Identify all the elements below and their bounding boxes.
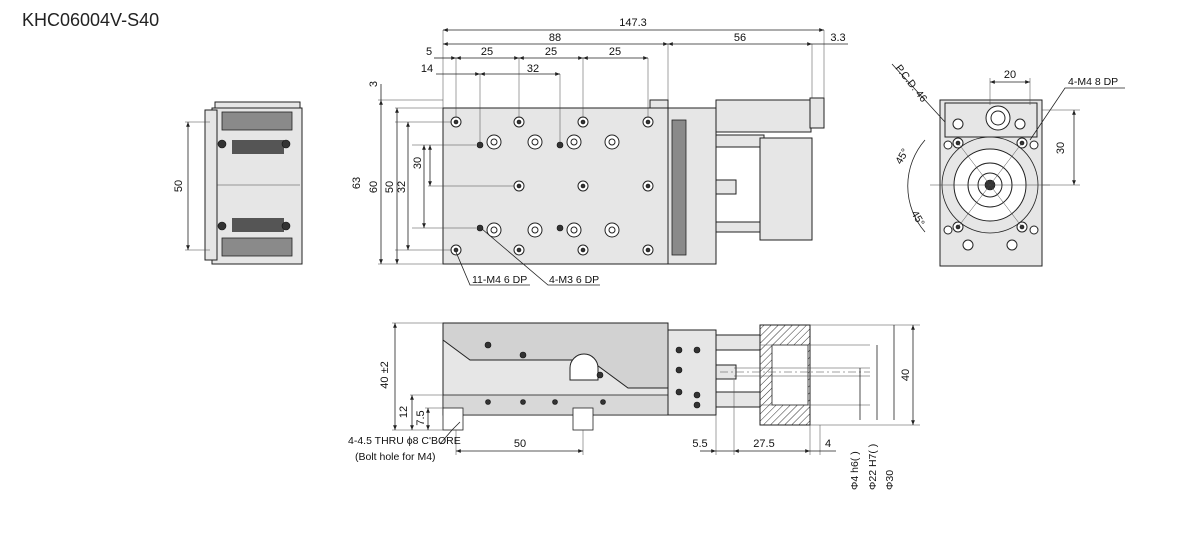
dim-5: 5 <box>426 46 432 58</box>
dim-32h: 32 <box>527 63 539 75</box>
front-dim-12: 12 <box>398 406 410 418</box>
dim-25a: 25 <box>481 46 493 58</box>
callout-m4: 11-M4 6 DP <box>472 274 527 286</box>
angle-45a: 45° <box>893 147 911 167</box>
front-dim-50: 50 <box>514 438 526 450</box>
dim-3: 3 <box>368 81 380 87</box>
dim-25b: 25 <box>545 46 557 58</box>
end-dim-30: 30 <box>1055 142 1067 154</box>
dim-56: 56 <box>734 32 746 44</box>
dia-22: Φ22 H7( ) <box>867 444 879 490</box>
dim-60: 60 <box>368 181 380 193</box>
dim-3-3: 3.3 <box>830 32 845 44</box>
dia-30: Φ30 <box>884 470 896 490</box>
dim-50: 50 <box>384 181 396 193</box>
dim-88: 88 <box>549 32 561 44</box>
end-view: 20 P.C.D. 46 4-M4 8 DP 30 45° 45° <box>891 62 1125 267</box>
top-view: 147.3 88 56 3.3 5 25 25 25 14 32 3 63 60… <box>351 17 848 286</box>
page-title: KHC06004V-S40 <box>22 10 160 30</box>
side-dim-50: 50 <box>173 180 185 192</box>
dim-30: 30 <box>412 157 424 169</box>
dim-14: 14 <box>421 63 433 75</box>
dim-32v: 32 <box>396 181 408 193</box>
dim-147-3: 147.3 <box>619 17 647 29</box>
pcd-label: P.C.D. 46 <box>893 62 930 104</box>
left-side-view: 50 <box>173 101 303 265</box>
front-dim-5-5: 5.5 <box>692 438 707 450</box>
dim-63: 63 <box>351 177 363 189</box>
end-m4-label: 4-M4 8 DP <box>1068 76 1118 88</box>
table-plate <box>442 107 669 265</box>
front-dim-27-5: 27.5 <box>753 438 774 450</box>
bolt-note-line1: 4-4.5 THRU ϕ8 C'BORE <box>348 435 461 447</box>
front-dim-7-5: 7.5 <box>415 410 427 425</box>
front-dim-40pm2: 40 ±2 <box>379 361 391 388</box>
end-dim-20: 20 <box>1004 69 1016 81</box>
front-dim-40: 40 <box>900 369 912 381</box>
mounting-holes <box>450 116 654 256</box>
bolt-note-line2: (Bolt hole for M4) <box>355 451 436 463</box>
front-dim-4: 4 <box>825 438 831 450</box>
dia-4: Φ4 h6( ) <box>849 451 861 490</box>
dim-25c: 25 <box>609 46 621 58</box>
callout-m3: 4-M3 6 DP <box>549 274 599 286</box>
front-view: 40 Φ4 h6( ) Φ22 H7( ) Φ30 40 ±2 12 7.5 5… <box>348 322 920 490</box>
angle-45b: 45° <box>908 209 926 229</box>
